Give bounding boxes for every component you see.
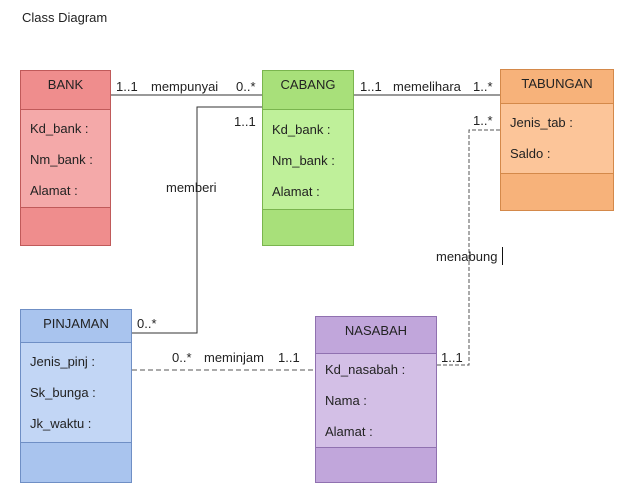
menabung-line (437, 129, 500, 366)
class-nasabah-name: NASABAH (316, 317, 436, 354)
class-nasabah[interactable]: NASABAH Kd_nasabah : Nama : Alamat : (315, 316, 437, 483)
class-cabang-name: CABANG (263, 71, 353, 110)
class-tabungan-name: TABUNGAN (501, 70, 613, 104)
class-cabang[interactable]: CABANG Kd_bank : Nm_bank : Alamat : (262, 70, 354, 246)
attribute: Nm_bank : (30, 152, 93, 167)
memberi-to-multiplicity: 0..* (137, 316, 157, 331)
menabung-to-multiplicity: 1..1 (441, 350, 463, 365)
class-tabungan-attributes: Jenis_tab : Saldo : (501, 104, 613, 174)
memberi-from-multiplicity: 1..1 (234, 114, 256, 129)
meminjam-label: meminjam (204, 350, 264, 365)
attribute: Alamat : (272, 184, 320, 199)
memelihara-to-multiplicity: 1..* (473, 79, 493, 94)
meminjam-from-multiplicity: 0..* (172, 350, 192, 365)
diagram-title: Class Diagram (22, 10, 108, 25)
class-pinjaman-operations (21, 443, 131, 482)
mempunyai-from-multiplicity: 1..1 (116, 79, 138, 94)
mempunyai-label: mempunyai (151, 79, 219, 94)
attribute: Kd_nasabah : (325, 362, 406, 377)
memelihara-from-multiplicity: 1..1 (360, 79, 382, 94)
class-bank-name: BANK (21, 71, 110, 110)
attribute: Kd_bank : (30, 121, 89, 136)
memberi-line (132, 106, 262, 334)
attribute: Jenis_tab : (510, 115, 573, 130)
text-cursor (502, 247, 503, 265)
class-nasabah-attributes: Kd_nasabah : Nama : Alamat : (316, 354, 436, 448)
mempunyai-to-multiplicity: 0..* (236, 79, 256, 94)
class-bank[interactable]: BANK Kd_bank : Nm_bank : Alamat : (20, 70, 111, 246)
class-pinjaman-name: PINJAMAN (21, 310, 131, 343)
attribute: Nama : (325, 393, 367, 408)
attribute: Jk_waktu : (30, 416, 92, 431)
class-cabang-attributes: Kd_bank : Nm_bank : Alamat : (263, 110, 353, 210)
attribute: Sk_bunga : (30, 385, 96, 400)
class-nasabah-operations (316, 448, 436, 482)
attribute: Saldo : (510, 146, 551, 161)
memelihara-label: memelihara (393, 79, 461, 94)
attribute: Jenis_pinj : (30, 354, 96, 369)
class-bank-attributes: Kd_bank : Nm_bank : Alamat : (21, 110, 110, 208)
class-cabang-operations (263, 210, 353, 245)
menabung-from-multiplicity: 1..* (473, 113, 493, 128)
memberi-label: memberi (166, 180, 217, 195)
attribute: Alamat : (30, 183, 78, 198)
meminjam-to-multiplicity: 1..1 (278, 350, 300, 365)
class-tabungan-operations (501, 174, 613, 210)
menabung-label: menabung (436, 249, 498, 264)
attribute: Nm_bank : (272, 153, 335, 168)
class-pinjaman-attributes: Jenis_pinj : Sk_bunga : Jk_waktu : (21, 343, 131, 443)
attribute: Kd_bank : (272, 122, 331, 137)
attribute: Alamat : (325, 424, 373, 439)
class-bank-operations (21, 208, 110, 245)
class-tabungan[interactable]: TABUNGAN Jenis_tab : Saldo : (500, 69, 614, 211)
class-pinjaman[interactable]: PINJAMAN Jenis_pinj : Sk_bunga : Jk_wakt… (20, 309, 132, 483)
